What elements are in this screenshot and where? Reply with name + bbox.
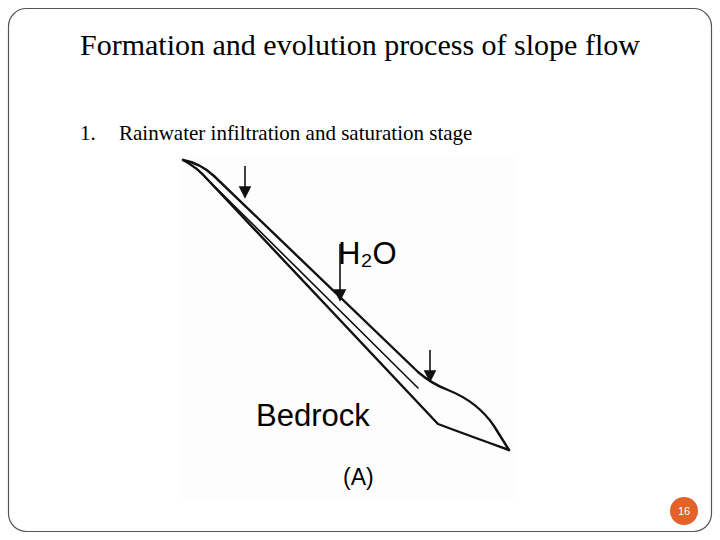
slope-profile	[183, 160, 509, 450]
water-label: H₂O	[338, 236, 397, 272]
ground-surface	[183, 160, 509, 450]
list-number: 1.	[80, 121, 96, 146]
page-badge	[670, 497, 698, 525]
figure-ground	[178, 158, 518, 498]
figure-label: (A)	[343, 464, 374, 491]
soil-layer-line	[196, 168, 418, 388]
page-number: 16	[670, 505, 698, 517]
bedrock-line	[183, 160, 509, 450]
slide-title: Formation and evolution process of slope…	[80, 22, 680, 68]
list-item: Rainwater infiltration and saturation st…	[119, 121, 472, 146]
rain-arrows	[240, 166, 435, 381]
bedrock-label: Bedrock	[256, 398, 370, 434]
slide-border	[9, 9, 712, 532]
